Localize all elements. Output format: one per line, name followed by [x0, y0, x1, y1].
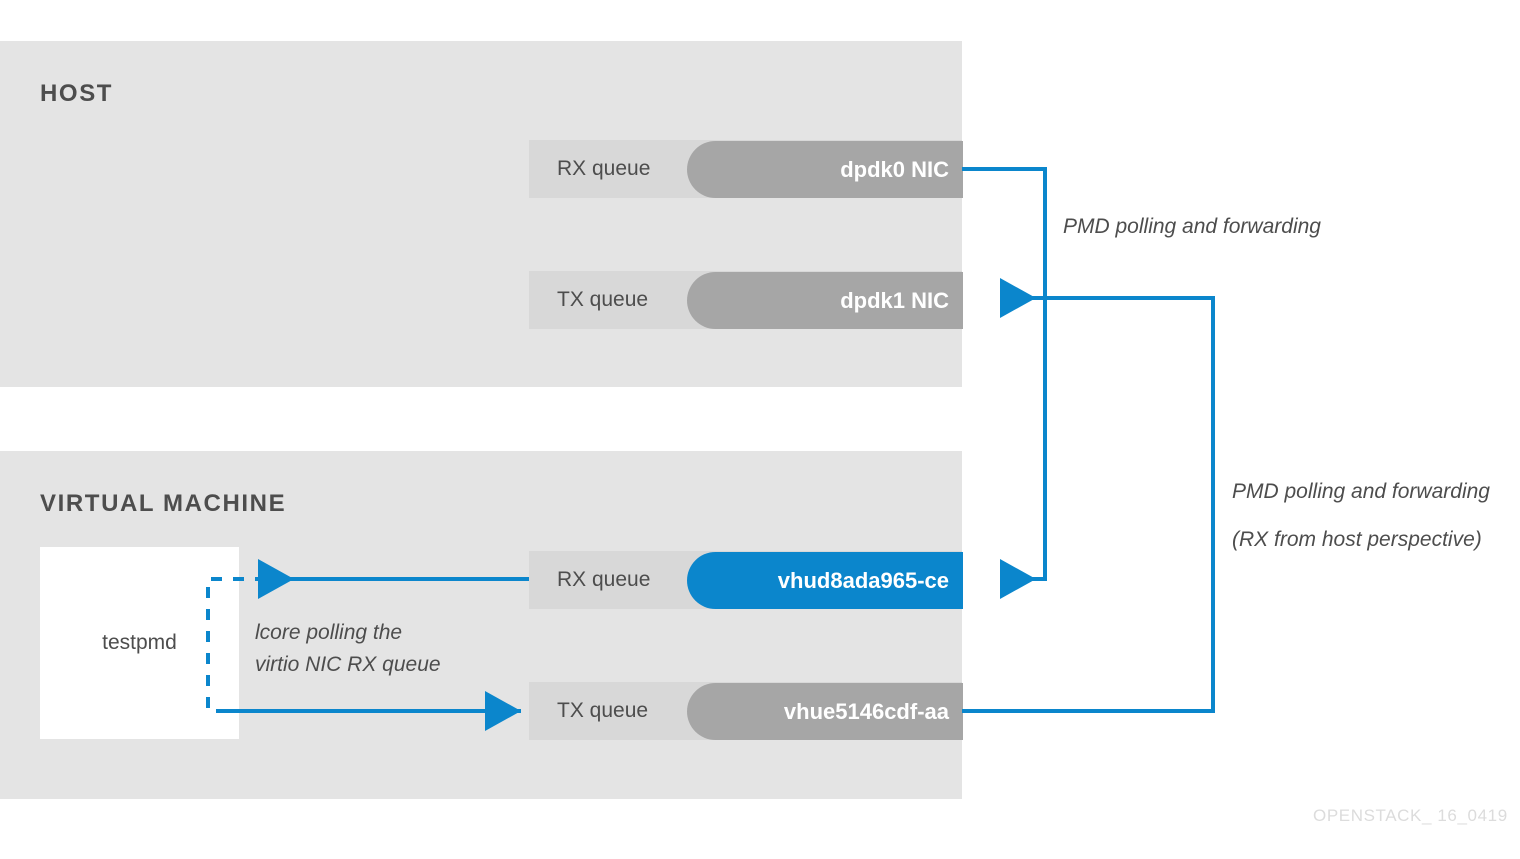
host-rx-queue-label: RX queue — [557, 157, 651, 180]
host-tx-queue-row: TX queue dpdk1 NIC — [529, 271, 963, 329]
vm-rx-queue-label: RX queue — [557, 568, 651, 591]
testpmd-app-box: testpmd — [40, 547, 239, 739]
watermark-label: OPENSTACK_ 16_0419 — [1313, 806, 1508, 825]
virtual-machine-panel-title: VIRTUAL MACHINE — [40, 490, 287, 517]
dpdk1-nic-pill: dpdk1 NIC — [687, 272, 963, 329]
vhost-user-rx-nic-pill: vhud8ada965-ce — [687, 552, 963, 609]
host-panel-title: HOST — [40, 80, 114, 107]
wire-vm-tx-to-host-tx — [962, 278, 1215, 713]
testpmd-label: testpmd — [102, 631, 177, 654]
dpdk0-nic-pill: dpdk0 NIC — [687, 141, 963, 198]
vhost-user-tx-nic-pill: vhue5146cdf-aa — [687, 683, 963, 740]
vm-tx-queue-row: TX queue vhue5146cdf-aa — [529, 682, 963, 740]
annotation-pmd-polling-right: PMD polling and forwarding (RX from host… — [1232, 480, 1490, 551]
host-rx-queue-row: RX queue dpdk0 NIC — [529, 140, 963, 198]
wire-host-rx-to-vm-rx — [962, 167, 1047, 599]
annotation-lcore-polling: lcore polling the virtio NIC RX queue — [255, 621, 441, 676]
vm-tx-queue-label: TX queue — [557, 699, 649, 722]
host-panel — [0, 41, 962, 387]
annotation-pmd-polling-top: PMD polling and forwarding — [1063, 215, 1321, 238]
host-tx-queue-label: TX queue — [557, 288, 649, 311]
vm-rx-queue-row: RX queue vhud8ada965-ce — [529, 551, 963, 609]
